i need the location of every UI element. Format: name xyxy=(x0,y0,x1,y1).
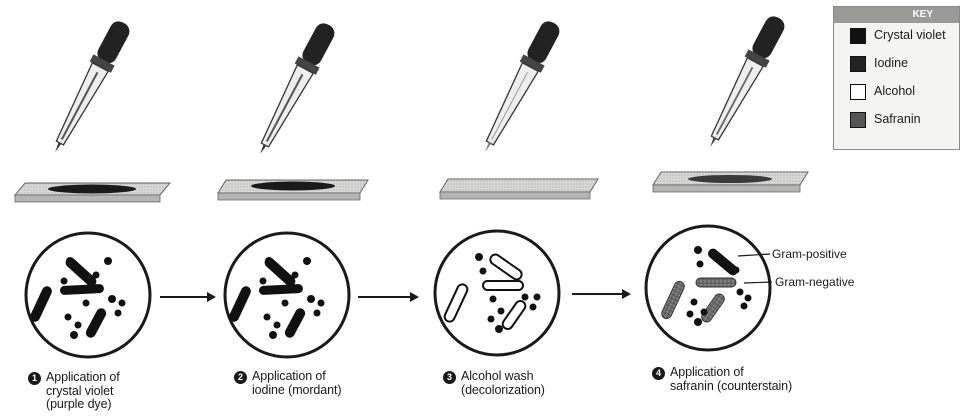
step-caption-line: Application of xyxy=(252,369,326,383)
step-number-badge: 1 xyxy=(28,372,41,385)
crystal-violet-swatch xyxy=(850,28,866,44)
step-caption-line: (decolorization) xyxy=(443,384,545,397)
bacteria-view-1 xyxy=(26,233,150,357)
legend-title: KEY xyxy=(834,7,959,23)
step-number-badge: 2 xyxy=(234,371,247,384)
dropper-1 xyxy=(45,17,135,157)
step-caption-line: Alcohol wash xyxy=(461,369,533,383)
slide-3 xyxy=(440,179,598,199)
legend-label: Alcohol xyxy=(874,84,915,98)
slide-2 xyxy=(218,180,368,200)
gram-positive-label: Gram-positive xyxy=(772,247,847,261)
legend-item-crystal-violet: Crystal violet xyxy=(834,23,959,51)
legend-item-alcohol: Alcohol xyxy=(834,79,959,107)
step-caption-3: 3 Alcohol wash (decolorization) xyxy=(443,370,545,397)
iodine-swatch xyxy=(850,56,866,72)
step-caption-line: iodine (mordant) xyxy=(234,384,341,397)
step-caption-line: safranin (counterstain) xyxy=(652,380,792,393)
slide-1 xyxy=(15,183,170,202)
step-number-badge: 3 xyxy=(443,371,456,384)
bacteria-view-3 xyxy=(435,231,559,355)
bacteria-view-2 xyxy=(225,233,349,357)
step-caption-line: Application of xyxy=(670,365,744,379)
legend-label: Safranin xyxy=(874,112,921,126)
arrow-2 xyxy=(358,292,419,302)
arrow-3 xyxy=(572,289,631,299)
step-number-badge: 4 xyxy=(652,367,665,380)
legend-key: KEY Crystal violet Iodine Alcohol Safran… xyxy=(833,6,960,150)
dropper-3 xyxy=(475,17,565,157)
legend-item-iodine: Iodine xyxy=(834,51,959,79)
step-caption-4: 4 Application of safranin (counterstain) xyxy=(652,366,792,393)
step-caption-line: (purple dye) xyxy=(28,398,120,411)
bacteria-view-4 xyxy=(646,226,770,350)
dropper-4 xyxy=(700,12,790,152)
gram-negative-label: Gram-negative xyxy=(775,275,854,289)
slide-4 xyxy=(653,172,808,192)
step-caption-2: 2 Application of iodine (mordant) xyxy=(234,370,341,397)
dropper-2 xyxy=(250,19,340,159)
step-caption-line: Application of xyxy=(46,370,120,384)
legend-label: Crystal violet xyxy=(874,28,946,42)
arrow-1 xyxy=(160,292,216,302)
safranin-swatch xyxy=(850,112,866,128)
legend-label: Iodine xyxy=(874,56,908,70)
legend-item-safranin: Safranin xyxy=(834,107,959,135)
alcohol-swatch xyxy=(850,84,866,100)
